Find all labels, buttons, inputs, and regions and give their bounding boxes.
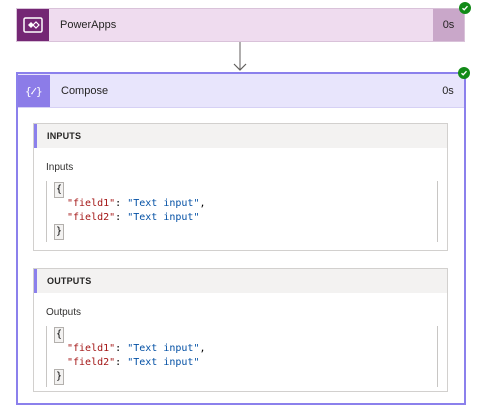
code-value: "Text input" [127, 343, 200, 354]
compose-title: Compose [61, 84, 109, 97]
compose-header[interactable]: { } Compose 0s [18, 74, 464, 108]
code-value: "Text input" [127, 198, 200, 209]
powerapps-trigger-card[interactable]: PowerApps 0s [16, 8, 465, 42]
trigger-title: PowerApps [60, 19, 117, 31]
code-key: "field1" [67, 198, 116, 209]
code-open-brace: { [53, 182, 65, 198]
inputs-section-header: INPUTS [34, 124, 447, 148]
flow-arrow-connector [233, 42, 247, 72]
trigger-duration: 0s [433, 9, 464, 41]
compose-action-card[interactable]: { } Compose 0s INPUTS Inputs { "field1":… [16, 72, 466, 405]
outputs-field-label: Outputs [46, 307, 82, 318]
code-key: "field2" [67, 212, 116, 223]
svg-text:}: } [36, 85, 43, 98]
code-close-brace: } [53, 369, 65, 385]
inputs-section: INPUTS Inputs { "field1": "Text input", … [33, 123, 448, 251]
inputs-field-label: Inputs [46, 162, 74, 173]
compose-duration: 0s [442, 84, 454, 97]
code-close-brace: } [53, 224, 65, 240]
svg-text:{: { [25, 85, 32, 98]
success-check-icon [458, 67, 470, 79]
code-key: "field1" [67, 343, 116, 354]
success-check-icon [459, 2, 471, 14]
compose-icon: { } [18, 74, 50, 107]
code-value: "Text input" [127, 212, 200, 223]
outputs-code-view[interactable]: { "field1": "Text input", "field2": "Tex… [46, 326, 438, 387]
code-open-brace: { [53, 327, 65, 343]
code-value: "Text input" [127, 357, 200, 368]
powerapps-icon [17, 9, 49, 41]
outputs-section-header: OUTPUTS [34, 269, 447, 293]
inputs-code-view[interactable]: { "field1": "Text input", "field2": "Tex… [46, 181, 438, 242]
code-key: "field2" [67, 357, 116, 368]
outputs-section: OUTPUTS Outputs { "field1": "Text input"… [33, 268, 448, 392]
